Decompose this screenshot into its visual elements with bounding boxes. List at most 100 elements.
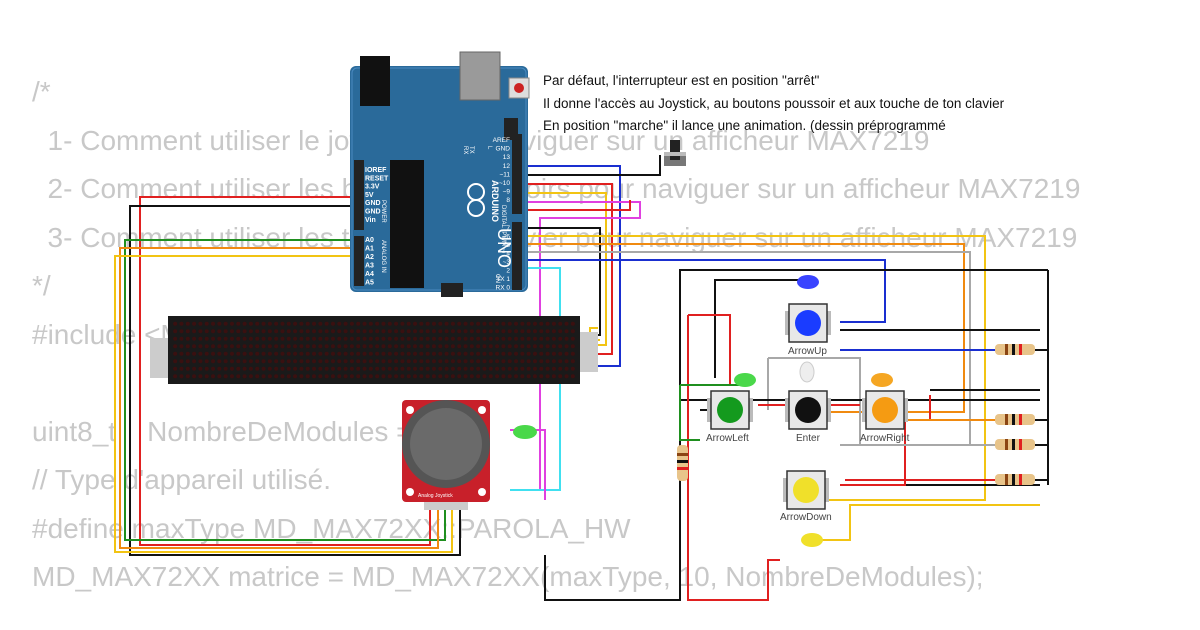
button-label-down: ArrowDown	[780, 512, 832, 523]
joystick-label: Analog Joystick	[418, 493, 453, 499]
resistor-4	[995, 474, 1035, 485]
led-label-on: ON	[494, 274, 500, 283]
digital-header-top	[512, 134, 522, 214]
wire-8	[520, 200, 631, 211]
digital-pin-label: 2	[506, 268, 510, 275]
code-line: */	[32, 270, 51, 301]
wire-vcc-btn2	[687, 315, 780, 601]
button-label-left: ArrowLeft	[706, 433, 749, 444]
notes-box: Par défaut, l'interrupteur est en positi…	[543, 70, 1004, 138]
led-label-rx: RX	[462, 146, 468, 154]
wire-a0	[124, 239, 446, 541]
wire-3	[520, 259, 886, 323]
button-label-right: ArrowRight	[860, 433, 910, 444]
wire-green-btn	[679, 385, 700, 441]
button-label-enter: Enter	[796, 433, 820, 444]
led-green-joystick	[513, 425, 537, 439]
wire-yellow-btn	[820, 504, 1040, 541]
led-blue	[797, 275, 819, 289]
pin-label: GND	[365, 200, 381, 207]
pin-label: A4	[365, 271, 374, 278]
digital-pin-label: ~9	[503, 189, 511, 196]
digital-pin-label: 12	[503, 163, 511, 170]
wire-gnd	[129, 205, 461, 556]
led-label-l: L	[486, 146, 492, 150]
wire-a1	[119, 247, 439, 549]
code-line: // Type d'appareil utilisé.	[32, 464, 332, 495]
icsp-header	[441, 283, 463, 297]
code-line: #define maxType MD_MAX72XX::PAROLA_HW	[32, 512, 631, 544]
analog-header	[354, 236, 364, 286]
digital-pin-label: 4	[506, 251, 510, 258]
led-white	[799, 361, 815, 383]
button-enter[interactable]	[785, 390, 831, 430]
button-arrow-up[interactable]	[785, 303, 831, 343]
arduino-model: UNO	[494, 228, 514, 268]
power-header-title: POWER	[380, 200, 386, 223]
wire-6	[520, 235, 986, 501]
arduino-logo	[467, 183, 485, 217]
led-yellow	[801, 533, 823, 547]
icsp-header-top	[504, 118, 518, 140]
pin-label: Vin	[365, 217, 376, 224]
note-line-3: En position "marche" il lance une animat…	[543, 118, 946, 133]
wire-gray-a	[768, 357, 861, 445]
wires	[114, 155, 1049, 601]
digital-pin-label: ~11	[499, 171, 510, 178]
button-arrow-right[interactable]	[862, 390, 908, 430]
wire-a2	[114, 255, 453, 553]
digital-pin-label: ~3	[503, 259, 511, 266]
matrix-pins-left	[150, 338, 168, 378]
digital-pin-label: AREF	[493, 137, 510, 144]
arduino-brand: ARDUINO	[490, 180, 500, 222]
pin-label: GND	[365, 209, 381, 216]
button-label-up: ArrowUp	[788, 346, 827, 357]
joystick-module[interactable]: Analog Joystick	[402, 400, 490, 510]
wire-7	[520, 227, 601, 336]
digital-pin-label: GND	[496, 146, 511, 153]
power-jack	[360, 56, 390, 106]
resistor-3	[995, 439, 1035, 450]
power-header	[354, 160, 364, 230]
microcontroller-chip	[390, 160, 424, 288]
leds	[513, 275, 893, 547]
arduino-board: ARDUINO UNO POWER ANALOG IN DIGITAL (PWM…	[350, 51, 530, 297]
button-arrow-down[interactable]	[783, 470, 829, 510]
pin-label: A1	[365, 246, 374, 253]
wire-11	[520, 183, 613, 355]
pin-label: RESET	[365, 175, 389, 182]
button-arrow-left[interactable]	[707, 390, 753, 430]
digital-pin-label: 8	[506, 197, 510, 204]
digital-pin-label: TX 1	[496, 276, 510, 283]
usb-port	[459, 51, 501, 101]
pin-label: IOREF	[365, 167, 387, 174]
wire-btn-gnd1	[714, 279, 810, 378]
pin-label: 5V	[365, 192, 374, 199]
digital-pin-label: ~10	[499, 180, 510, 187]
joystick-pins	[424, 502, 468, 510]
digital-pin-label: RX 0	[496, 285, 511, 292]
code-line: MD_MAX72XX matrice = MD_MAX72XX(maxType,…	[32, 561, 984, 592]
push-buttons	[707, 303, 908, 510]
led-label-tx: TX	[468, 146, 474, 154]
led-matrix-display	[150, 316, 598, 384]
analog-header-title: ANALOG IN	[380, 240, 386, 273]
digital-header-title: DIGITAL (PWM ~)	[500, 205, 506, 253]
wire-13	[520, 165, 621, 367]
note-line-1: Par défaut, l'interrupteur est en positi…	[543, 73, 820, 88]
digital-header-bottom	[512, 222, 522, 290]
digital-pin-label: ~6	[503, 234, 511, 241]
matrix-pins-right	[580, 332, 598, 372]
digital-pin-label: 13	[503, 154, 511, 161]
wire-9	[520, 201, 641, 490]
note-line-2: Il donne l'accès au Joystick, au boutons…	[543, 95, 1005, 111]
wire-gnd-rail	[544, 269, 1048, 601]
pin-label: A2	[365, 254, 374, 261]
led-orange	[871, 373, 893, 387]
slide-switch[interactable]	[664, 140, 686, 166]
resistor-1	[995, 344, 1035, 355]
